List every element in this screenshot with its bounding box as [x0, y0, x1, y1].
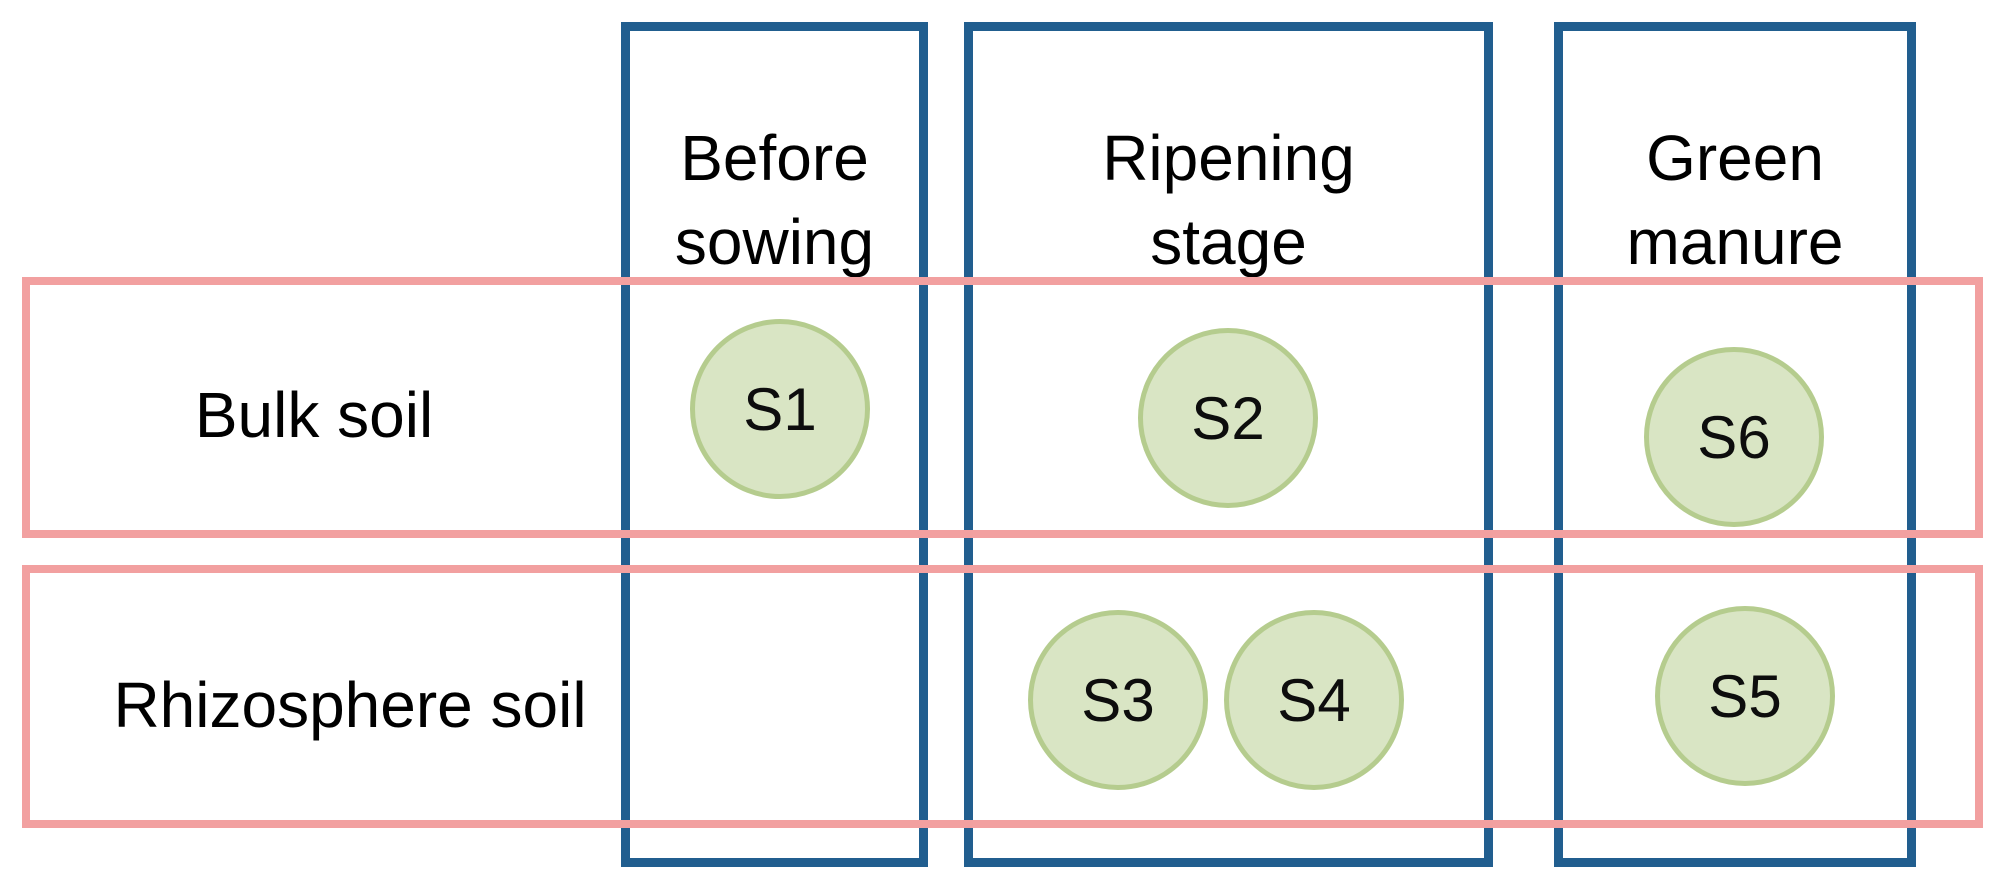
column-header-before-sowing: Before sowing [630, 116, 919, 284]
sample-label: S4 [1277, 666, 1351, 734]
column-header-line: Ripening [1102, 122, 1355, 194]
column-header-line: Before [680, 122, 869, 194]
sample-label: S6 [1697, 403, 1771, 471]
sample-label: S2 [1191, 384, 1265, 452]
column-header-green-manure: Green manure [1563, 116, 1907, 284]
row-label-rhizosphere-soil: Rhizosphere soil [113, 669, 587, 741]
column-box-green-manure: Green manure [1554, 22, 1916, 867]
sample-circle-s4: S4 [1224, 610, 1404, 790]
column-header-line: manure [1626, 206, 1844, 278]
sample-label: S1 [743, 375, 817, 443]
sample-circle-s2: S2 [1138, 328, 1318, 508]
row-label-bulk-soil: Bulk soil [194, 379, 434, 451]
column-box-ripening-stage: Ripening stage [964, 22, 1493, 867]
column-header-line: Green [1646, 122, 1824, 194]
row-box-rhizosphere-soil [22, 565, 1983, 828]
sample-circle-s5: S5 [1655, 606, 1835, 786]
column-box-before-sowing: Before sowing [621, 22, 928, 867]
column-header-line: sowing [674, 206, 875, 278]
sample-label: S5 [1708, 662, 1782, 730]
row-box-bulk-soil [22, 277, 1983, 538]
sample-circle-s1: S1 [690, 319, 870, 499]
sample-label: S3 [1081, 666, 1155, 734]
column-header-ripening-stage: Ripening stage [973, 116, 1484, 284]
column-header-line: stage [1150, 206, 1307, 278]
sample-circle-s3: S3 [1028, 610, 1208, 790]
sample-circle-s6: S6 [1644, 347, 1824, 527]
